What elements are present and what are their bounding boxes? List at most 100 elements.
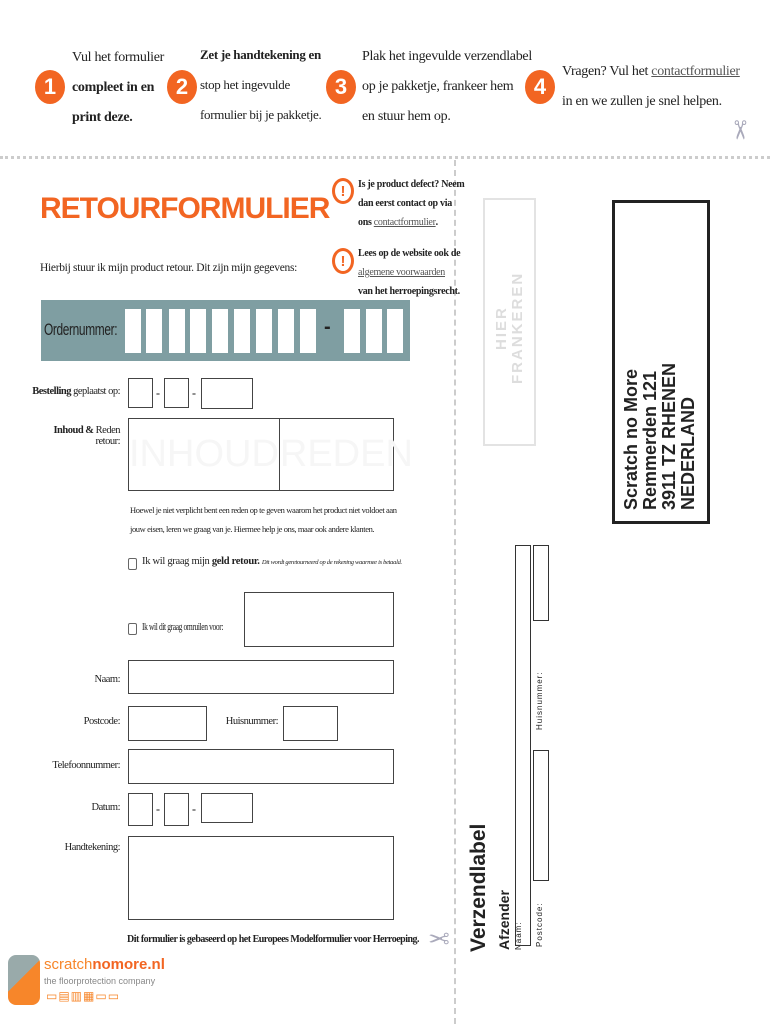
logo-mark (8, 955, 40, 1005)
note-line: jouw eisen, leren we graag van je. Hierm… (130, 524, 375, 534)
date-separator: - (156, 386, 160, 400)
warning-terms: Lees op de website ook de algemene voorw… (358, 244, 461, 301)
step-line: en stuur hem op. (362, 109, 451, 124)
warning-line: Is je product defect? Neem (358, 179, 465, 190)
step-line: op je pakketje, frankeer hem (362, 79, 514, 94)
date-month-input[interactable] (164, 793, 189, 826)
order-digit-input[interactable] (169, 309, 185, 353)
option-bold: geld retour. (211, 556, 260, 567)
step-line: Plak het ingevulde verzendlabel (362, 49, 532, 64)
option-text: Ik wil graag mijn (142, 556, 212, 567)
order-digit-input[interactable] (190, 309, 206, 353)
step-line: compleet in en (72, 80, 155, 95)
postcode-label: Postcode: (83, 716, 121, 727)
recipient-address-box (612, 200, 710, 524)
terms-link[interactable]: algemene voorwaarden (358, 267, 446, 278)
order-digit-input[interactable] (278, 309, 294, 353)
order-digit-input[interactable] (300, 309, 316, 353)
stamp-line: HIER (493, 306, 510, 350)
logo-brand-a: scratch (44, 956, 93, 973)
scissors-icon: ✂ (724, 119, 754, 141)
date-day-input[interactable] (128, 793, 153, 826)
step-line: Vul het formulier (72, 50, 165, 65)
date-separator: - (192, 386, 196, 400)
furniture-icons: ▭▤▥▦▭▭ (46, 989, 121, 1003)
step-2-badge: 2 (167, 70, 197, 104)
warning-defect: Is je product defect? Neem dan eerst con… (358, 175, 465, 232)
name-label: Naam: (94, 674, 121, 685)
content-input[interactable]: INHOUD (129, 419, 280, 490)
order-digit-input[interactable] (234, 309, 250, 353)
phone-input[interactable] (128, 749, 394, 784)
phone-label: Telefoonnummer: (52, 760, 120, 771)
order-suffix-input[interactable] (344, 309, 360, 353)
step-2-text: Zet je handtekening en stop het ingevuld… (200, 40, 322, 130)
step-line: Zet je handtekening en (200, 47, 321, 62)
date-label: Datum: (91, 802, 121, 813)
address-line: 3911 TZ RHENEN (659, 362, 679, 510)
step-line: stop het ingevulde (200, 77, 290, 92)
sender-postcode-input[interactable] (533, 750, 549, 881)
warning-line: . (435, 217, 439, 228)
refund-checkbox[interactable] (128, 558, 137, 570)
sender-postcode-label: Postcode: (535, 902, 544, 947)
content-reason-label: Inhoud & Reden retour: (30, 425, 120, 447)
reason-input[interactable]: REDEN (279, 433, 413, 475)
postcode-input[interactable] (128, 706, 207, 741)
step-line: in en we zullen je snel helpen. (562, 94, 722, 109)
order-number-label: Ordernummer: (44, 320, 118, 339)
date-separator: - (156, 802, 160, 816)
step-1-text: Vul het formulier compleet in en print d… (72, 43, 164, 133)
address-line: NEDERLAND (678, 396, 698, 510)
step-1-badge: 1 (35, 70, 65, 104)
content-reason-box: INHOUD REDEN (128, 418, 413, 491)
note-line: Hoewel je niet verplicht bent een reden … (130, 505, 397, 515)
sender-house-label: Huisnummer: (535, 671, 544, 730)
label-text: Reden retour: (93, 425, 121, 447)
house-number-input[interactable] (283, 706, 338, 741)
stamp-area (483, 198, 536, 446)
sender-house-input[interactable] (533, 545, 549, 621)
house-number-label: Huisnummer: (225, 716, 279, 727)
order-separator: - (324, 316, 331, 338)
date-separator: - (192, 802, 196, 816)
order-digit-input[interactable] (212, 309, 228, 353)
date-year-input[interactable] (201, 793, 253, 823)
step-3-badge: 3 (326, 70, 356, 104)
logo-tagline: the floorprotection company (44, 976, 156, 986)
refund-note: Dit wordt geretourneerd op de rekening w… (261, 559, 402, 566)
contact-form-link[interactable]: contactformulier (373, 217, 436, 228)
exclamation-icon: ! (332, 248, 354, 274)
order-month-input[interactable] (164, 378, 189, 408)
stamp-line: FRANKEREN (509, 271, 526, 385)
cut-line-horizontal (0, 156, 770, 159)
warning-line: van het herroepingsrecht. (358, 286, 460, 297)
order-day-input[interactable] (128, 378, 153, 408)
step-4-text: Vragen? Vul het contactformulier in en w… (562, 57, 740, 117)
contact-form-link[interactable]: contactformulier (651, 64, 740, 79)
order-date-label: Bestelling geplaatst op: (30, 386, 120, 397)
address-line: Remmerden 121 (640, 370, 660, 510)
refund-option: Ik wil graag mijn geld retour. Dit wordt… (142, 556, 402, 567)
address-line: Scratch no More (621, 368, 641, 510)
sender-name-input[interactable] (515, 545, 531, 946)
name-input[interactable] (128, 660, 394, 694)
signature-label: Handtekening: (64, 842, 121, 853)
order-suffix-input[interactable] (366, 309, 382, 353)
order-digit-input[interactable] (146, 309, 162, 353)
signature-input[interactable] (128, 836, 394, 920)
label-title: Verzendlabel (467, 823, 490, 952)
order-suffix-input[interactable] (387, 309, 403, 353)
warning-line: ons (358, 217, 374, 228)
exchange-checkbox[interactable] (128, 623, 137, 635)
logo-brand-b: nomore.nl (92, 956, 165, 973)
exchange-input[interactable] (244, 592, 394, 647)
order-digit-input[interactable] (125, 309, 141, 353)
order-year-input[interactable] (201, 378, 253, 409)
label-text: geplaatst op: (71, 386, 120, 397)
cut-line-vertical (454, 160, 456, 1024)
order-digit-input[interactable] (256, 309, 272, 353)
label-bold: Bestelling (32, 386, 71, 397)
logo-brand: scratchnomore.nl (44, 956, 165, 973)
